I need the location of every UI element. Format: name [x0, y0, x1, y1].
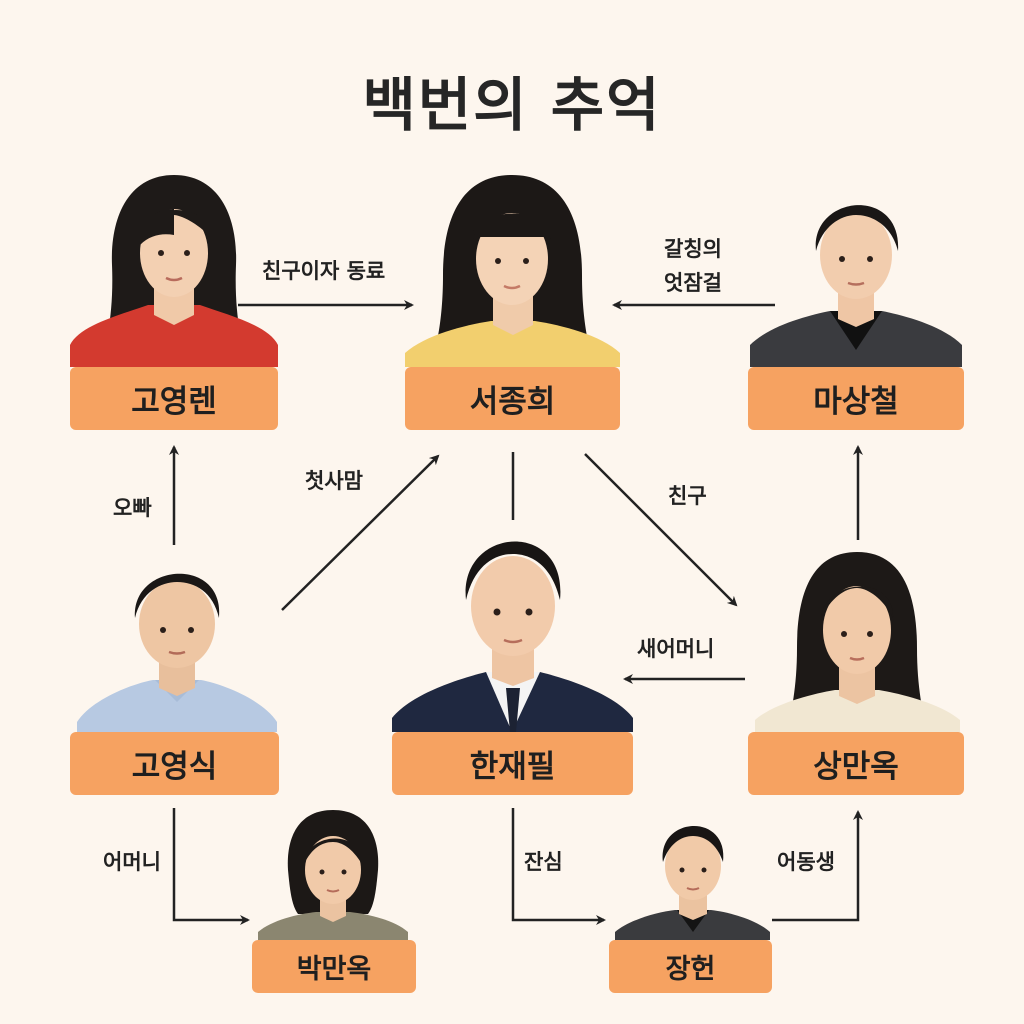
relation-label-mother: 어머니	[103, 850, 161, 874]
arrow-seojonghui-to-sangmanok	[584, 453, 738, 607]
name-seojonghui: 서종희	[405, 367, 620, 430]
name-sangmanok: 상만옥	[748, 732, 964, 795]
relation-label-friend: 친구	[668, 484, 707, 508]
portrait-sangmanok	[755, 548, 960, 732]
name-parkmanok: 박만옥	[252, 940, 416, 993]
portrait-hanjaepil	[392, 518, 633, 732]
arrow-goyoungsik-to-seojonghui	[281, 454, 440, 611]
name-goyoungsik: 고영식	[70, 732, 279, 795]
relation-label-friend-and-colleague: 친구이자 동료	[262, 259, 386, 283]
portrait-goyoungrye	[70, 175, 278, 367]
arrow-goyoungsik-to-parkmanok	[172, 808, 250, 925]
name-goyoungrye: 고영렌	[70, 367, 278, 430]
portrait-parkmanok	[258, 808, 408, 940]
name-masangchul: 마상철	[748, 367, 964, 430]
relation-label-first-love: 첫사맘	[305, 469, 363, 493]
portrait-seojonghui	[405, 175, 620, 367]
arrow-hanjaepil-to-janghun	[511, 808, 606, 925]
name-janghun: 장헌	[609, 940, 772, 993]
relation-label-younger-sibling: 어동생	[777, 850, 835, 874]
arrow-janghun-to-sangmanok	[772, 810, 863, 922]
relation-label-unrequited-line1: 갈칭의	[664, 237, 722, 261]
relation-label-interest: 잔심	[524, 850, 563, 874]
portrait-janghun	[615, 810, 770, 940]
relation-label-unrequited-line2: 엇잠걸	[664, 271, 722, 295]
name-hanjaepil: 한재필	[392, 732, 633, 795]
diagram-title: 백번의 추억	[362, 71, 662, 139]
portrait-goyoungsik	[77, 552, 277, 732]
relation-label-stepmother: 새어머니	[637, 637, 715, 661]
relation-label-brother: 오빠	[113, 496, 152, 520]
portrait-masangchul	[750, 175, 962, 367]
